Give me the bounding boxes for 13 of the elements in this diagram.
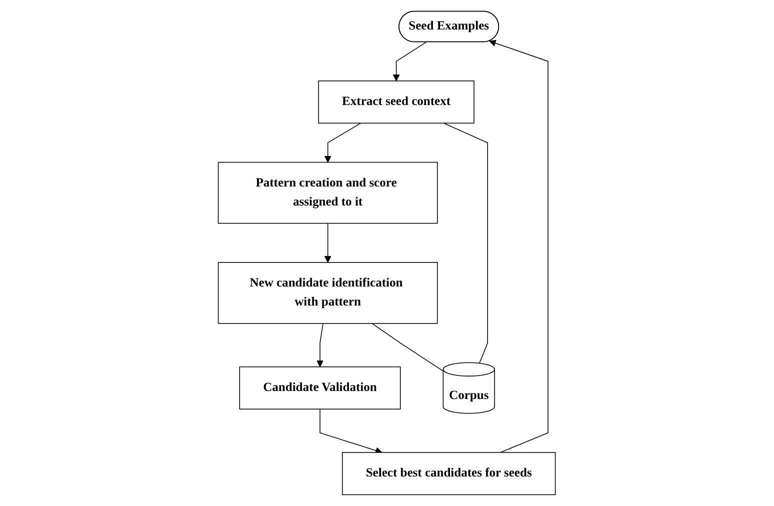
- node-box: Candidate Validation: [239, 366, 401, 410]
- connector: [372, 323, 444, 372]
- arrow: [324, 222, 332, 263]
- node-box: New candidate identification with pattern: [218, 262, 438, 324]
- arrow: [393, 42, 427, 82]
- node-box: Pattern creation and score assigned to it: [218, 162, 438, 224]
- node-box: Extract seed context: [318, 80, 475, 124]
- arrow: [320, 408, 382, 454]
- arrow: [324, 122, 362, 163]
- arrow: [489, 40, 549, 453]
- node-box: Select best candidates for seeds: [342, 452, 556, 496]
- arrow: [316, 323, 324, 368]
- connector: [444, 122, 488, 364]
